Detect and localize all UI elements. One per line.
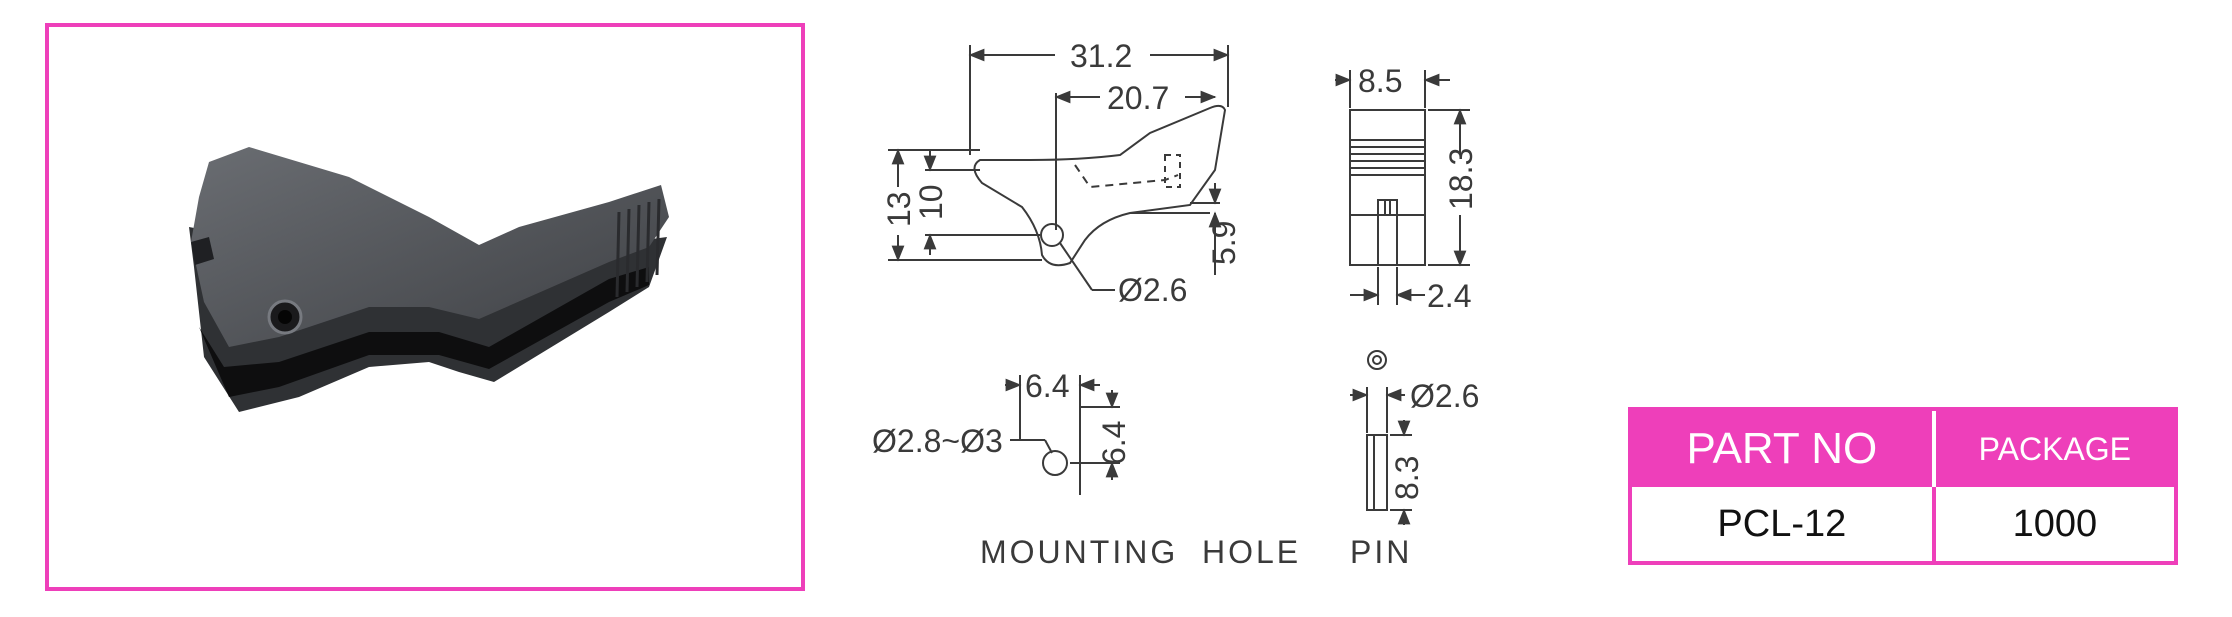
dim-mount-h-label: 6.4 <box>1025 368 1069 404</box>
dim-mount-v-label: 6.4 <box>1096 421 1132 465</box>
cell-part-no: PCL-12 <box>1632 487 1936 561</box>
dim-width: 8.5 <box>1335 63 1450 108</box>
dim-pivot-hole-label: Ø2.6 <box>1118 272 1187 308</box>
dim-20-7-label: 20.7 <box>1107 80 1169 116</box>
dim-slot-width: 2.4 <box>1350 267 1471 314</box>
dim-hole-to-top: 5.9 <box>1130 183 1242 275</box>
dim-pin-dia-label: Ø2.6 <box>1410 378 1479 414</box>
dim-overall-length: 31.2 <box>968 38 1230 155</box>
dim-13-label: 13 <box>881 191 917 227</box>
dim-18-3-label: 18.3 <box>1443 148 1479 210</box>
technical-drawing: 31.2 20.7 13 10 5.9 Ø2.6 <box>872 38 1479 570</box>
dim-8-5-label: 8.5 <box>1358 63 1402 99</box>
header-package: PACKAGE <box>1935 411 2174 487</box>
header-part-no: PART NO <box>1632 411 1936 487</box>
product-photo-frame <box>45 23 805 591</box>
side-view <box>973 104 1227 267</box>
dim-5-9-label: 5.9 <box>1206 221 1242 265</box>
dim-side-height: 18.3 <box>1428 108 1479 267</box>
caption-mounting-hole: MOUNTING HOLE <box>980 534 1301 570</box>
product-photo <box>189 147 669 412</box>
pin-view: Ø2.6 8.3 <box>1350 350 1479 525</box>
caption-pin: PIN <box>1350 534 1412 570</box>
part-info-table: PART NO PACKAGE PCL-12 1000 <box>1628 407 2178 565</box>
dim-pivot-hole: Ø2.6 <box>1059 242 1187 308</box>
dim-total-height: 13 <box>881 148 1042 262</box>
cell-package: 1000 <box>1935 487 2174 561</box>
dim-2-4-label: 2.4 <box>1427 278 1471 314</box>
dim-pivot-to-tip: 20.7 <box>1054 80 1217 230</box>
dim-body-height: 10 <box>913 150 1040 255</box>
front-view <box>1349 109 1426 266</box>
dim-pin-len-label: 8.3 <box>1389 456 1425 500</box>
mounting-hole-view: 6.4 6.4 Ø2.8~Ø3 <box>872 368 1132 495</box>
dim-10-label: 10 <box>913 184 949 220</box>
dim-31-2-label: 31.2 <box>1070 38 1132 74</box>
dim-mount-hole-label: Ø2.8~Ø3 <box>872 423 1003 459</box>
